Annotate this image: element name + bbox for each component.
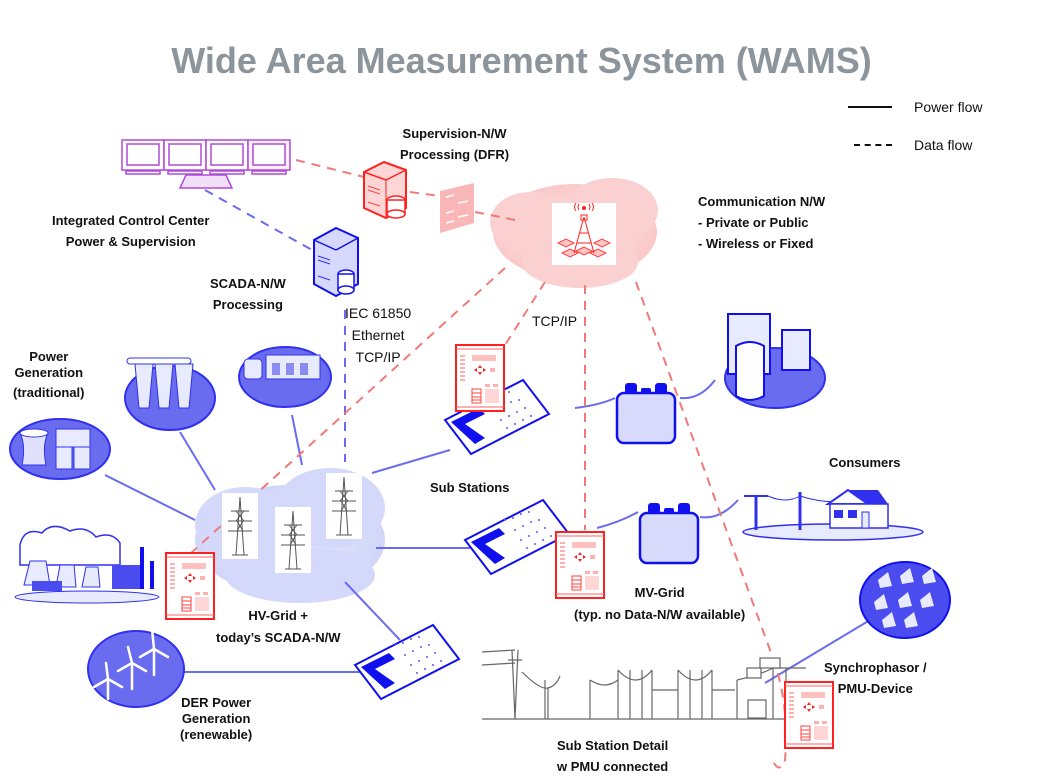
thermal-plant-icon	[14, 525, 160, 604]
data-line	[204, 189, 313, 251]
label-scada: SCADA-N/W Processing	[210, 275, 286, 313]
label-hv-grid: HV-Grid + today’s SCADA-N/W	[216, 607, 340, 646]
label-control-center: Integrated Control Center Power & Superv…	[52, 212, 209, 250]
label-line: (traditional)	[13, 385, 85, 400]
label-line: Communication N/W	[698, 194, 826, 209]
data-line	[504, 281, 546, 346]
gas-plant-icon	[238, 346, 332, 408]
label-line: today’s SCADA-N/W	[216, 630, 341, 645]
power-line	[699, 499, 739, 519]
power-line	[596, 511, 639, 529]
label-line: Supervision-N/W	[402, 126, 507, 141]
label-line: Integrated Control Center	[52, 213, 210, 228]
power-line	[291, 414, 303, 466]
label-line: SCADA-N/W	[210, 276, 286, 291]
label-line: Processing	[212, 297, 283, 312]
label-tcpip: TCP/IP	[532, 313, 578, 329]
coal-plant-icon	[124, 357, 216, 431]
transformer-icon	[638, 501, 700, 565]
relay-device-icon	[455, 344, 505, 412]
substation-detail-schematic	[481, 649, 806, 720]
nuclear-plant-icon	[9, 418, 111, 480]
label-substation-detail: Sub Station Detail w PMU connected	[557, 737, 668, 775]
radio-tower-icon	[552, 202, 616, 265]
supervision-server-icon	[363, 160, 407, 220]
dashed-line-icon	[854, 144, 892, 146]
power-flow-lines	[104, 379, 871, 684]
label-line: - Wireless or Fixed	[698, 236, 814, 251]
label-line: HV-Grid +	[248, 608, 309, 623]
power-line	[104, 474, 196, 521]
label-line: Generation	[14, 365, 84, 380]
label-line: Power	[29, 349, 69, 364]
power-line	[371, 449, 451, 474]
diagram-title: Wide Area Measurement System (WAMS)	[171, 40, 872, 81]
label-consumers: Consumers	[829, 455, 901, 470]
power-line	[179, 431, 216, 491]
label-line: Power & Supervision	[65, 234, 196, 249]
label-der-generation: DER Power Generation (renewable)	[180, 695, 252, 743]
label-protocol: IEC 61850 Ethernet TCP/IP	[345, 302, 411, 368]
data-line	[474, 211, 516, 221]
power-line	[679, 379, 716, 400]
wind-farm-icon	[87, 627, 185, 708]
solid-line-icon	[848, 106, 892, 108]
substation-icon	[464, 499, 570, 575]
power-line	[764, 619, 871, 684]
label-line: Ethernet	[351, 327, 405, 343]
data-flow-lines	[189, 159, 787, 769]
control-center-monitors-icon	[121, 139, 291, 189]
label-synchrophasor: Synchrophasor / PMU-Device	[824, 659, 927, 697]
label-line: Sub Station Detail	[557, 738, 669, 753]
label-line: IEC 61850	[345, 305, 412, 321]
scada-server-icon	[313, 226, 359, 298]
label-line: w PMU connected	[557, 759, 669, 774]
data-line	[295, 159, 369, 179]
label-mv-grid: MV-Grid (typ. no Data-N/W available)	[574, 584, 745, 623]
legend-label: Power flow	[914, 99, 983, 115]
data-line	[409, 191, 441, 197]
label-sub-stations: Sub Stations	[430, 480, 510, 495]
label-supervision: Supervision-N/W Processing (DFR)	[400, 125, 509, 163]
data-line	[635, 281, 787, 769]
solar-farm-icon	[859, 561, 951, 639]
network-switch-icon	[440, 183, 474, 233]
label-line: MV-Grid	[634, 585, 685, 600]
consumer-house-icon	[742, 488, 924, 541]
legend-data-flow: Data flow	[854, 137, 972, 153]
transmission-tower-icon	[221, 492, 259, 560]
label-line: DER Power	[181, 695, 252, 710]
label-communication-nw: Communication N/W - Private or Public - …	[698, 193, 825, 252]
power-line	[574, 397, 616, 409]
city-buildings-icon	[724, 313, 826, 409]
substation-icon	[354, 624, 460, 700]
legend-power-flow: Power flow	[848, 99, 982, 115]
label-line: (typ. no Data-N/W available)	[574, 607, 746, 622]
label-line: TCP/IP	[355, 349, 401, 365]
relay-device-icon	[165, 552, 215, 620]
label-power-generation: Power Generation (traditional)	[13, 349, 85, 401]
transmission-tower-icon	[325, 472, 363, 540]
label-line: Processing (DFR)	[400, 147, 510, 162]
transformer-icon	[615, 381, 677, 445]
legend-label: Data flow	[914, 137, 973, 153]
label-line: (renewable)	[180, 727, 253, 742]
label-line: Generation	[181, 711, 251, 726]
label-line: Synchrophasor /	[824, 660, 927, 675]
label-line: - Private or Public	[698, 215, 809, 230]
power-line	[344, 581, 401, 641]
transmission-tower-icon	[274, 506, 312, 574]
label-line: PMU-Device	[837, 681, 913, 696]
